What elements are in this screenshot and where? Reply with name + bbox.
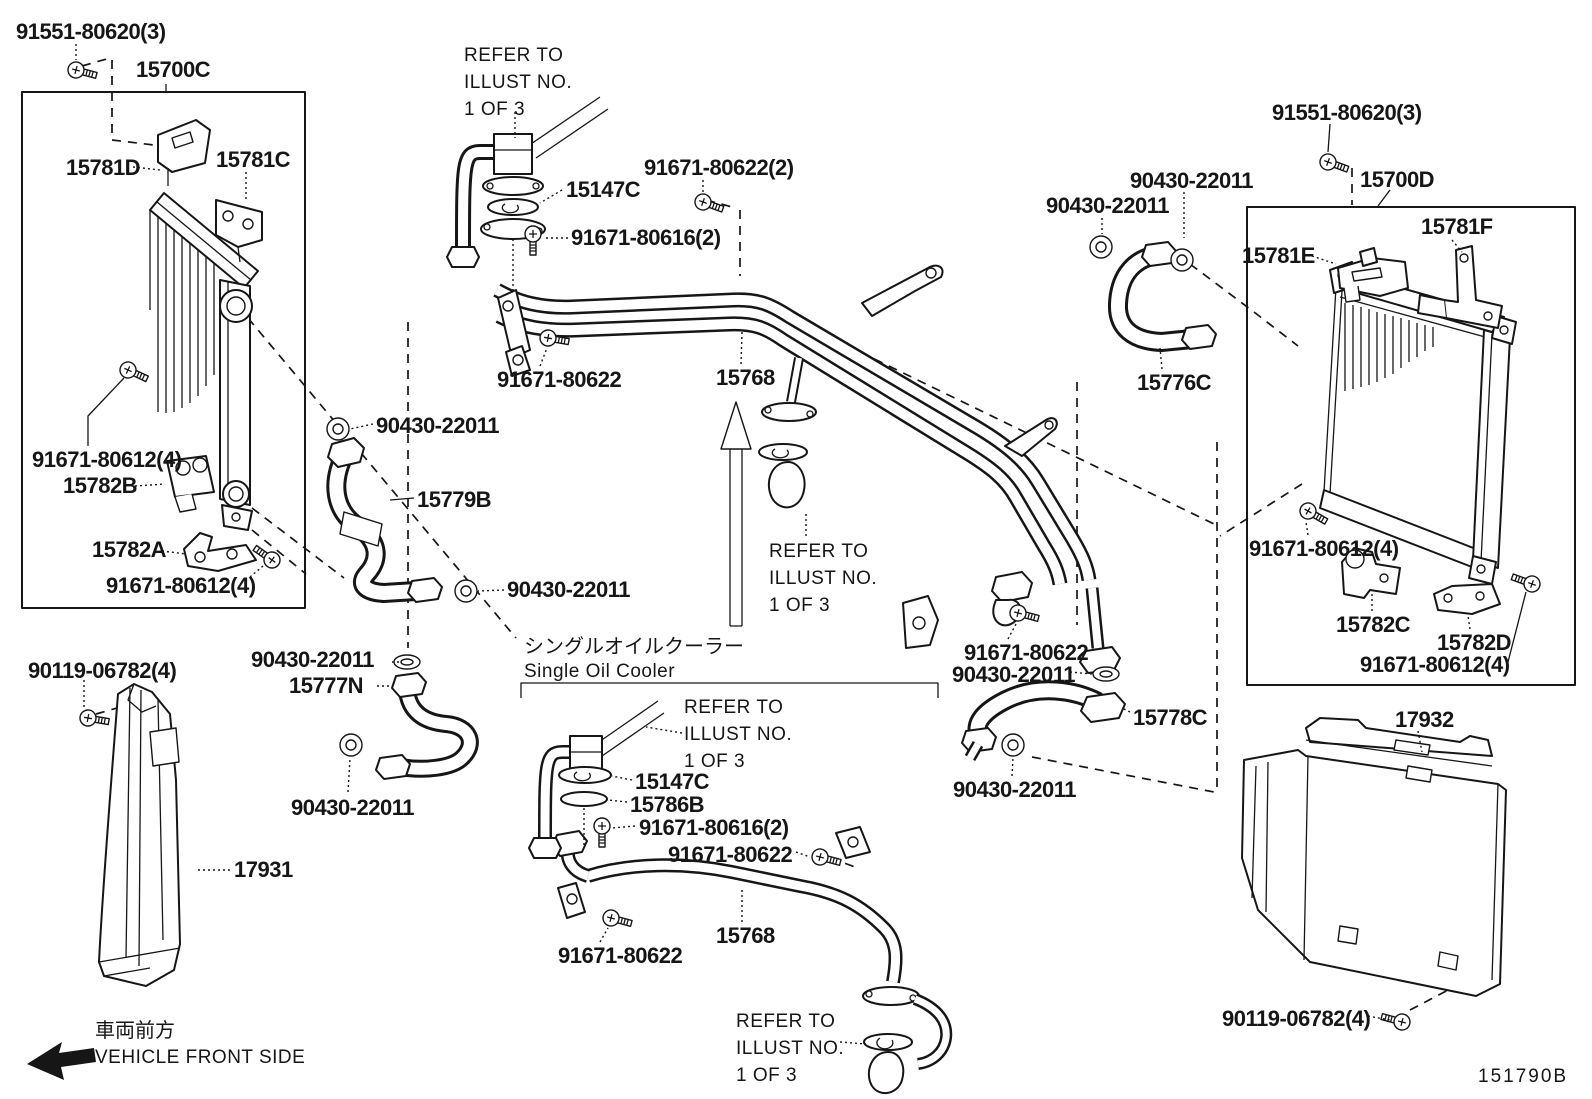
part-label-15700D: 15700D [1360,167,1435,192]
part-label-90430-22011-d: 90430-22011 [507,577,630,602]
part-label-91671-80622-bottom: 91671-80622 [558,943,683,968]
part-label-15782A: 15782A [92,537,167,562]
oil-cooler-hoses-illustration [326,241,1217,780]
caption-vehicle-front-jp: 車両前方 [95,1018,175,1042]
part-label-15781C: 15781C [216,147,291,172]
part-label-90430-22011-c: 90430-22011 [376,413,499,438]
part-label-15782D: 15782D [1437,630,1512,655]
part-label-17931: 17931 [234,857,293,882]
part-label-15777N: 15777N [289,673,364,698]
note-refer-top: REFER TO ILLUST NO. 1 OF 3 [464,45,573,120]
part-label-91551-80620-right: 91551-80620(3) [1272,100,1422,125]
left-assembly-box [21,91,306,609]
note-refer-mid: REFER TO ILLUST NO. 1 OF 3 [769,541,878,616]
bracket-15782D [1433,583,1501,615]
part-label-15768-main: 15768 [716,365,775,390]
note-refer-box: REFER TO ILLUST NO. 1 OF 3 [684,697,793,772]
part-label-90430-22011-h: 90430-22011 [953,777,1076,802]
part-label-91671-80622-top: 91671-80622(2) [644,155,794,180]
part-label-15147C-box: 15147C [635,769,710,794]
right-assembly-box [1246,206,1576,686]
caption-single-oil-cooler-jp: シングルオイルクーラー [524,634,744,658]
part-label-15776C: 15776C [1137,370,1212,395]
part-label-17932: 17932 [1395,707,1454,732]
air-duct-17931-illustration [98,683,181,987]
part-label-91671-80612-right-upper: 91671-80612(4) [1249,536,1399,561]
part-label-90430-22011-a: 90430-22011 [251,647,374,672]
caption-vehicle-front-en: VEHICLE FRONT SIDE [95,1047,306,1068]
oil-pipe-15768-lower-illustration [551,826,953,1095]
part-label-91671-80612-left-lower: 91671-80612(4) [106,573,256,598]
note-refer-bottom: REFER TO ILLUST NO. 1 OF 3 [736,1011,845,1086]
bracket-15781F [1443,245,1503,329]
bracket-15781D [157,119,211,173]
part-label-90430-22011-e: 90430-22011 [1130,168,1253,193]
part-label-15778C: 15778C [1133,705,1208,730]
single-oil-cooler-union-assembly [520,682,939,859]
part-label-91671-80612-right-lower: 91671-80612(4) [1360,652,1510,677]
part-label-15782C: 15782C [1336,612,1411,637]
part-label-91671-80612-left-upper: 91671-80612(4) [32,447,182,472]
gasket-15147C-box [558,766,612,784]
part-label-15781F: 15781F [1421,214,1493,239]
diagram-code: 151790B [1478,1066,1569,1087]
gasket-15147C-top [487,198,539,216]
part-label-15768-bottom: 15768 [716,923,775,948]
part-label-15781E: 15781E [1242,243,1315,268]
part-label-91671-80616-top: 91671-80616(2) [571,225,721,250]
part-label-91671-80622-box: 91671-80622 [668,842,793,867]
part-label-15779B: 15779B [417,487,492,512]
oil-cooler-right-illustration [1319,245,1517,615]
oil-pipe-15768-main-illustration [493,264,1121,674]
part-label-90119-06782-right: 90119-06782(4) [1222,1006,1371,1031]
part-label-90430-22011-b: 90430-22011 [291,795,414,820]
gasket-15786B [560,791,608,807]
part-label-15147C-top: 15147C [566,177,641,202]
part-label-15786B: 15786B [630,792,705,817]
caption-single-oil-cooler-en: Single Oil Cooler [524,661,676,682]
part-label-15782B: 15782B [63,473,138,498]
part-label-90430-22011-f: 90430-22011 [1046,193,1169,218]
label-leader-lines [75,44,1527,1045]
part-label-90430-22011-g: 90430-22011 [952,662,1075,687]
part-label-15700C: 15700C [136,57,211,82]
part-label-91671-80616-box: 91671-80616(2) [639,815,789,840]
part-label-90119-06782-left: 90119-06782(4) [28,658,177,683]
part-label-91551-80620-left: 91551-80620(3) [16,19,166,44]
vehicle-front-arrow-icon [27,1042,96,1080]
part-label-15781D: 15781D [66,155,141,180]
air-duct-17932-illustration [1241,717,1507,997]
part-label-91671-80622-right: 91671-80622 [964,640,1089,665]
oil-cooler-left-illustration [149,119,263,572]
up-arrow-pointer [720,401,752,627]
part-label-91671-80622-mid: 91671-80622 [497,367,622,392]
